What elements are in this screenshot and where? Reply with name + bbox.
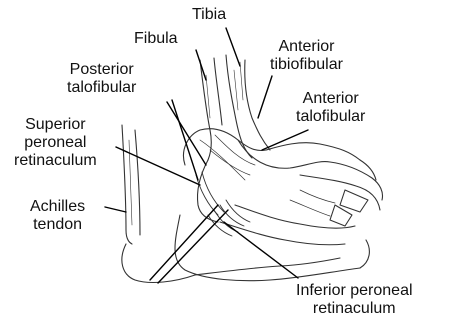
label-line: Achilles (30, 198, 85, 216)
label-line: Posterior (67, 61, 136, 79)
leader-achilles-tendon (105, 207, 126, 212)
leader-tibia (226, 28, 240, 66)
label-superior-peroneal-retinaculum: Superior peroneal retinaculum (14, 116, 97, 170)
label-achilles-tendon: Achilles tendon (30, 198, 85, 234)
label-line: peroneal (14, 134, 97, 152)
leader-posterior-talofibular-1 (167, 102, 206, 165)
label-fibula: Fibula (134, 30, 178, 48)
label-inferior-peroneal-retinaculum: Inferior peroneal retinaculum (296, 282, 413, 318)
retinaculum-bands (196, 172, 250, 236)
label-line: talofibular (296, 108, 365, 126)
leader-inferior-peroneal-retinaculum-1 (224, 222, 298, 278)
label-line: Superior (14, 116, 97, 134)
label-line: tibiofibular (270, 56, 343, 74)
leader-fibula (196, 50, 206, 80)
label-line: Anterior (270, 38, 343, 56)
label-tibia: Tibia (192, 6, 226, 24)
label-line: talofibular (67, 79, 136, 97)
leader-superior-peroneal-retinaculum (116, 147, 200, 185)
label-line: Anterior (296, 90, 365, 108)
label-anterior-tibiofibular: Anterior tibiofibular (270, 38, 343, 74)
leader-anterior-talofibular (262, 130, 308, 150)
label-posterior-talofibular: Posterior talofibular (67, 61, 136, 97)
label-anterior-talofibular: Anterior talofibular (296, 90, 365, 126)
label-line: tendon (30, 216, 85, 234)
label-line: retinaculum (296, 300, 413, 318)
label-line: Inferior peroneal (296, 282, 413, 300)
tibia-bone (226, 55, 270, 158)
leader-posterior-talofibular-2 (172, 100, 198, 180)
label-line: retinaculum (14, 152, 97, 170)
leader-anterior-tibiofibular (258, 76, 272, 118)
